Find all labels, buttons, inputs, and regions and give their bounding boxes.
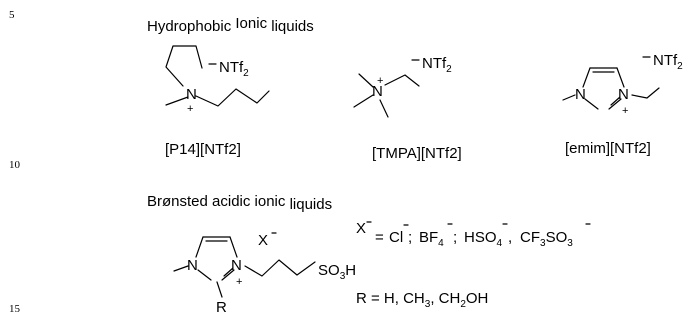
line-number: 5 [9,9,15,21]
line-number: 10 [9,159,20,171]
svg-text:=: = [375,229,384,246]
tmpa-label: [TMPA][NTf2] [372,145,462,162]
emim-label: [emim][NTf2] [565,140,651,157]
bronsted-structure: X N N + R SO3H [173,232,356,316]
tmpa-plus-charge: + [377,75,383,87]
bronsted-plus-charge: + [236,276,242,288]
bronsted-n1: N [187,257,198,274]
bronsted-heading: Brønsted acidic ionic liquids [147,193,332,213]
anion-tetrafluoroborate: BF4 [419,229,444,249]
p14-label: [P14][NTf2] [165,141,241,158]
emim-n1: N [575,86,586,103]
p14-cation-n: N [186,86,197,103]
emim-n3: N [618,86,629,103]
p14-structure: N + NTf2 [P14][NTf2] [165,45,270,158]
anion-symbol: X [356,220,366,237]
svg-text:;: ; [453,229,457,246]
anion-chloride: Cl [389,229,403,246]
r-definition: R = H, CH3, CH2OH [356,290,488,310]
p14-plus-charge: + [187,103,193,115]
sulfonic-acid-group: SO3H [318,262,356,282]
line-number: 15 [9,303,20,315]
p14-anion: NTf2 [219,59,249,79]
tmpa-structure: N + NTf2 [TMPA][NTf2] [353,55,462,162]
anion-hydrogensulfate: HSO4 [464,229,503,249]
emim-structure: N N + NTf2 [emim][NTf2] [562,52,683,157]
substituent-r: R [216,299,227,316]
counter-ion: X [258,232,268,249]
svg-text:;: ; [408,229,412,246]
anion-definition: X = Cl ; BF4 ; HSO4 , CF3SO3 [356,220,591,249]
svg-text:,: , [508,229,512,246]
tmpa-cation-n: N [372,83,383,100]
bronsted-n3: N [231,257,242,274]
emim-anion: NTf2 [653,52,683,72]
hydrophobic-heading: Hydrophobic Ionic liquids [147,15,314,35]
anion-triflate: CF3SO3 [520,229,573,249]
emim-plus-charge: + [622,105,628,117]
tmpa-anion: NTf2 [422,55,452,75]
